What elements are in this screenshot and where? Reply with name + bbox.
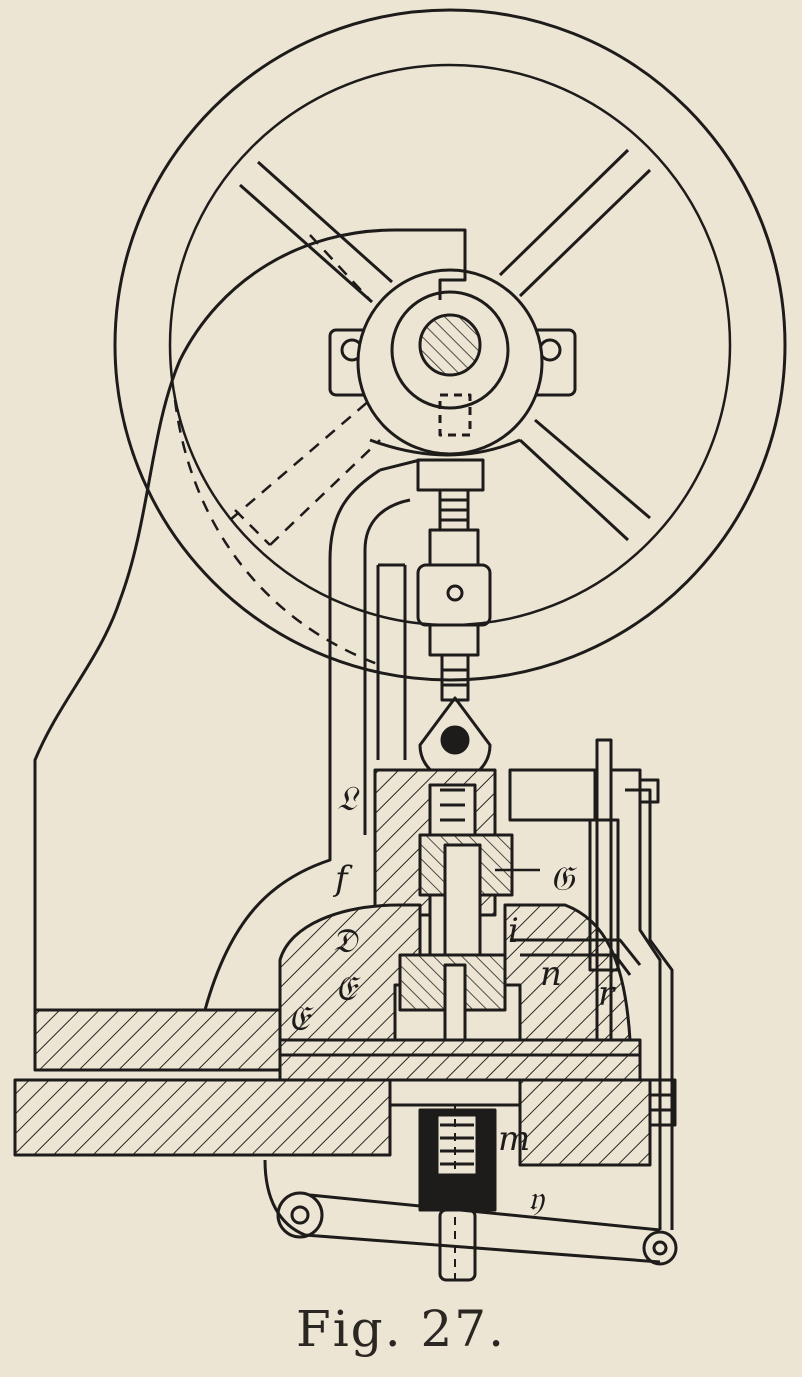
label-i: i: [508, 911, 519, 951]
ejector: [418, 1105, 497, 1282]
ram: [373, 768, 540, 987]
feed-rod: [508, 738, 677, 1230]
label-n: n: [540, 954, 562, 994]
figure-caption: Fig. 27.: [296, 1300, 506, 1358]
label-L: 𝔏: [337, 779, 360, 819]
connecting-rod: [416, 458, 492, 782]
label-m: m: [498, 1119, 530, 1159]
label-f: f: [332, 859, 353, 899]
press-frame: [33, 228, 421, 1012]
lever: [263, 1159, 678, 1266]
label-y: 𝔶: [528, 1179, 545, 1219]
label-r: r: [598, 974, 616, 1014]
label-D: 𝔇: [332, 921, 359, 961]
crank-hub: [328, 228, 577, 457]
label-G: 𝔊: [550, 859, 577, 899]
base: [13, 1008, 652, 1167]
